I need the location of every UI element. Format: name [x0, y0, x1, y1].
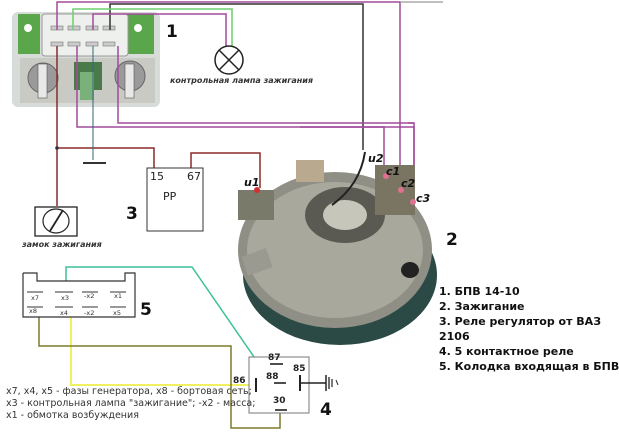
connector-pin-x2-bottom: -x2: [84, 309, 95, 317]
relay-terminal-85: 85: [293, 364, 306, 374]
connector-pin-x7: x7: [31, 294, 39, 302]
connector-notes: x7, x4, x5 - фазы генератора, x8 - борто…: [6, 386, 255, 422]
wires: [38, 1, 443, 429]
stator-terminal-c1: c1: [386, 165, 401, 178]
note-line: x3 - контрольная лампа "зажигание"; -x2 …: [6, 398, 256, 409]
label-component-1: 1: [166, 22, 178, 42]
label-component-5: 5: [140, 300, 152, 320]
note-line: x1 - обмотка возбуждения: [6, 410, 139, 421]
lamp-icon: [214, 45, 244, 75]
legend: 1. БПВ 14-10 2. Зажигание 3. Реле регуля…: [439, 284, 619, 374]
wire-black-top: [109, 3, 364, 150]
ground-icon: [325, 375, 339, 391]
label-component-3: 3: [126, 204, 138, 224]
relay-terminal-86: 86: [233, 376, 246, 386]
relay-regulator-box: [146, 167, 204, 232]
ignition-distributor: [238, 151, 437, 345]
lamp-label: контрольная лампа зажигания: [170, 76, 314, 85]
wire-yellow: [70, 308, 255, 386]
wiring-diagram: [12, 1, 443, 429]
ignition-switch-label: замок зажигания: [22, 240, 102, 249]
legend-item: 4. 5 контактное реле: [439, 345, 574, 358]
connector-pin-x5: x5: [113, 309, 121, 317]
legend-item: 1. БПВ 14-10: [439, 285, 520, 298]
rr-terminal-67: 67: [187, 170, 201, 183]
label-component-2: 2: [446, 230, 458, 250]
stator-terminal-u2: u2: [368, 152, 384, 165]
wire-teal: [65, 266, 273, 384]
legend-item: 3. Реле регулятор от ВАЗ: [439, 315, 602, 328]
note-line: x7, x4, x5 - фазы генератора, x8 - борто…: [6, 386, 252, 397]
connector-pin-x3: x3: [61, 294, 69, 302]
relay-5pin: [248, 356, 339, 414]
label-component-4: 4: [320, 400, 332, 420]
wire-green-lamp: [72, 8, 233, 46]
connector-pin-x1: x1: [114, 292, 122, 300]
legend-item: 2. Зажигание: [439, 300, 525, 313]
wire-magenta-lamp: [92, 13, 227, 46]
legend-item: 2106: [439, 330, 470, 343]
connector-pin-x8: x8: [29, 307, 37, 315]
relay-terminal-87: 87: [268, 353, 281, 363]
stator-terminal-c2: c2: [401, 177, 416, 190]
rr-terminal-15: 15: [150, 170, 164, 183]
regulator-block: [12, 12, 160, 107]
wire-magenta-top: [56, 1, 401, 190]
rr-name: РР: [163, 190, 177, 203]
stator-terminal-u1: u1: [244, 176, 260, 189]
wire-red-67: [190, 152, 261, 188]
relay-terminal-88: 88: [266, 372, 279, 382]
relay-terminal-30: 30: [273, 396, 286, 406]
ignition-switch-icon: [34, 206, 78, 237]
stator-terminal-c3: c3: [416, 192, 431, 205]
connector-block: [22, 272, 136, 318]
legend-item: 5. Колодка входящая в БПВ: [439, 360, 619, 373]
wire-magenta-c3: [117, 46, 414, 124]
connector-pin-x2-top: -x2: [84, 292, 95, 300]
wire-magenta-c1: [300, 126, 385, 165]
wire-red-15: [57, 147, 155, 168]
wire-olive: [38, 308, 281, 429]
connector-pin-x4: x4: [60, 309, 68, 317]
